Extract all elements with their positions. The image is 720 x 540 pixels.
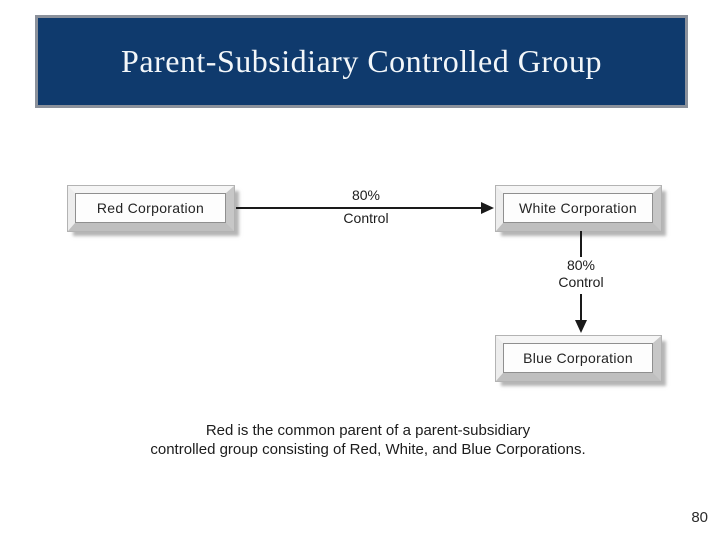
node-blue-label: Blue Corporation (503, 343, 653, 373)
node-blue-corporation: Blue Corporation (495, 335, 662, 382)
right-arrowhead-icon (481, 202, 494, 214)
edge-white-to-blue-line-lower (580, 294, 582, 320)
node-red-corporation: Red Corporation (67, 185, 235, 232)
edge-white-to-blue-control-label: Control (558, 274, 604, 290)
down-arrowhead-icon (575, 320, 587, 333)
edge-white-to-blue-line-upper (580, 231, 582, 257)
title-bar: Parent-Subsidiary Controlled Group (35, 15, 688, 108)
node-red-label: Red Corporation (75, 193, 226, 223)
node-white-label: White Corporation (503, 193, 653, 223)
slide-title: Parent-Subsidiary Controlled Group (121, 43, 602, 79)
page-number: 80 (691, 509, 708, 526)
caption: Red is the common parent of a parent-sub… (16, 421, 720, 459)
caption-line-1: Red is the common parent of a parent-sub… (205, 422, 531, 439)
caption-line-2: controlled group consisting of Red, Whit… (150, 441, 586, 458)
edge-red-to-white-percent-label: 80% (351, 187, 381, 203)
node-white-corporation: White Corporation (495, 185, 662, 232)
edge-white-to-blue-percent-label: 80% (566, 257, 596, 273)
edge-red-to-white-control-label: Control (343, 210, 389, 226)
edge-red-to-white-line (236, 207, 483, 209)
